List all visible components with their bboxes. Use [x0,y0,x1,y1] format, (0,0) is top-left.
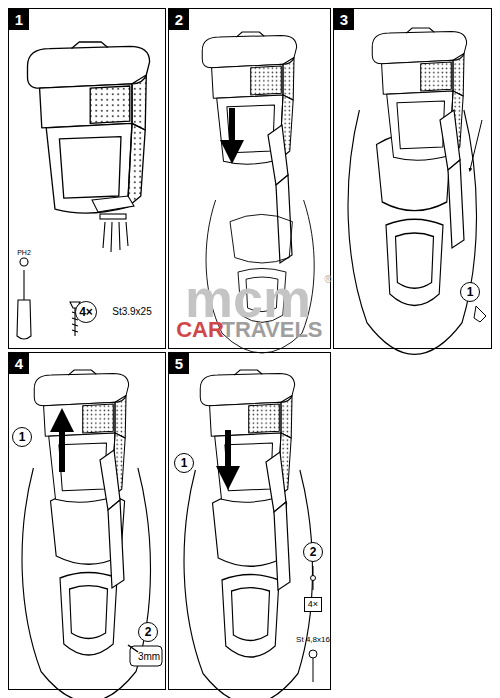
bit-size: PH2 [17,249,31,256]
watermark: CAR [176,319,224,341]
callout-number: 2 [138,622,158,642]
callout-number: 1 [174,453,194,473]
node-text: 1 [15,12,23,27]
step-number: 3 [334,9,354,30]
node-text: 3 [340,12,348,27]
watermark: TRAVELS [221,319,322,341]
callout-number: 1 [460,282,480,302]
step-number: 2 [169,9,189,30]
step-number: 1 [9,9,29,30]
node-text: 5 [175,356,183,371]
watermark: ® [324,275,331,285]
node-text: 2 [310,546,317,558]
node-text: 4× [79,306,93,318]
node-text: 2 [175,12,183,27]
quantity-box: 4× [304,597,322,612]
node-text: 1 [181,457,188,469]
watermark: mcm [185,271,311,325]
node-text: 1 [467,286,474,298]
callout-number: 4× [75,301,97,323]
callout-number: 1 [12,427,32,447]
screw-size: St 4,8x16 [296,636,330,644]
screw-size: St3.9x25 [112,307,151,317]
node-text: 4 [15,356,23,371]
step-number: 4 [9,353,29,374]
node-text: 1 [19,431,26,443]
callout-number: 2 [303,542,323,562]
node-text: 2 [145,626,152,638]
step-number: 5 [169,353,189,374]
drill-size: 3mm [138,652,160,662]
node-text: 4× [308,600,318,609]
